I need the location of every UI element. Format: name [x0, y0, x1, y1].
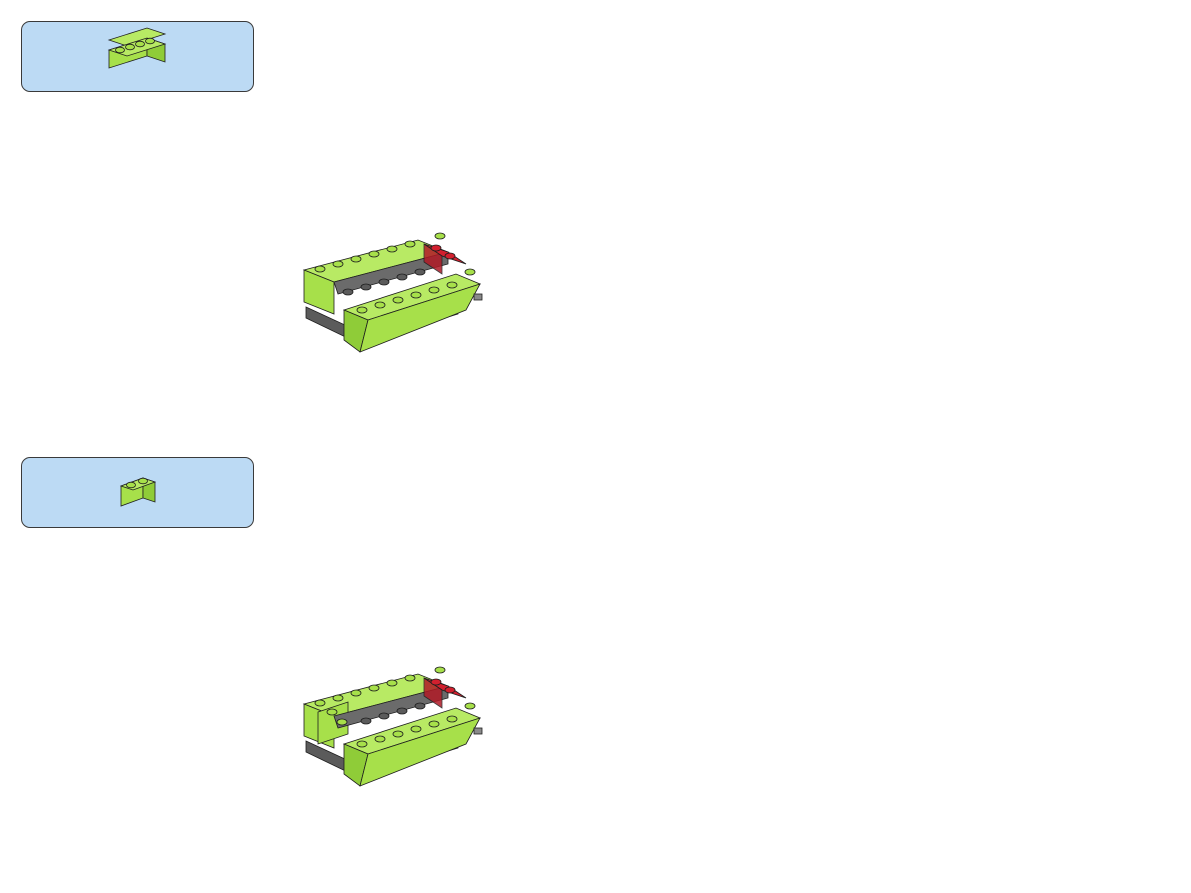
parts-callout-step-1	[21, 21, 254, 92]
brick-1x2-icon	[119, 468, 159, 508]
wedge-hull-assembly-icon	[302, 666, 483, 787]
wedge-hull-assembly-icon	[302, 232, 483, 353]
assembly-step-1	[298, 222, 498, 362]
assembly-step-2	[298, 656, 498, 796]
parts-callout-step-2	[21, 457, 254, 528]
brick-1x4-icon	[107, 27, 171, 76]
